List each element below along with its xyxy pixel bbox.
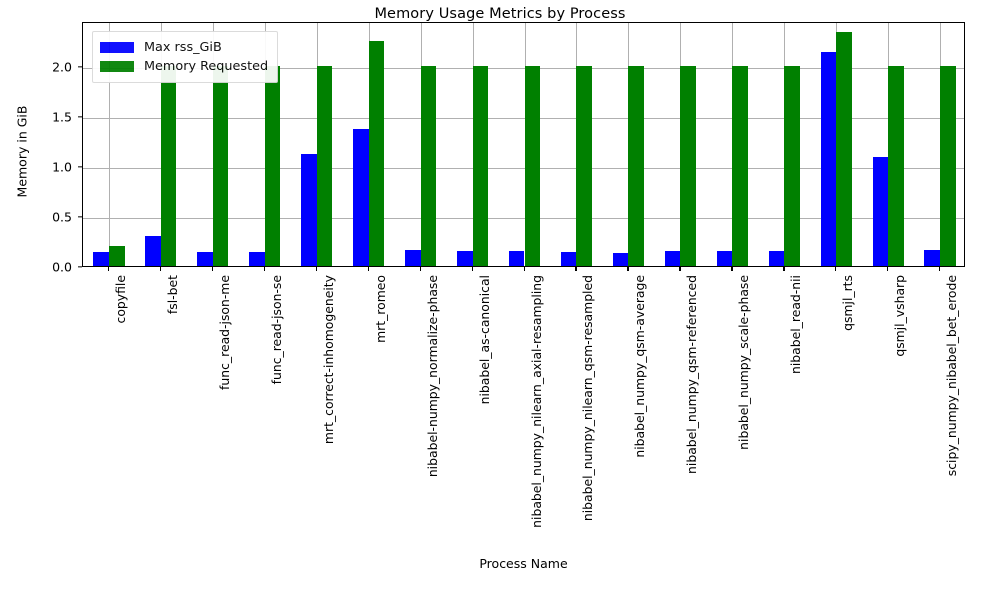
x-tick-label: nibabel_numpy_nilearn_axial-resampling [528, 275, 544, 528]
legend-item: Max rss_GiB [100, 38, 268, 57]
x-tick-label: nibabel_numpy_qsm-referenced [684, 275, 700, 474]
bar [628, 66, 644, 266]
x-tick-label: scipy_numpy_nibabel_bet_erode [944, 275, 960, 477]
chart-legend: Max rss_GiB Memory Requested [92, 31, 279, 83]
bar [456, 251, 473, 266]
legend-swatch-icon [100, 42, 134, 53]
x-tick-label: qsmjl_vsharp [892, 275, 908, 357]
gridline-horizontal [83, 118, 964, 119]
bar [732, 66, 748, 266]
bars-layer [83, 23, 964, 266]
x-tick-label: nibabel_numpy_qsm-average [632, 275, 648, 458]
x-axis: copyfile fsl-bet func_read-json-me func_rea… [82, 267, 965, 567]
x-tick-label: qsmjl_rts [840, 275, 856, 331]
x-tick-mark [887, 267, 889, 271]
bar [576, 66, 593, 266]
x-tick-mark [939, 267, 941, 271]
bar [93, 252, 109, 266]
y-tick-mark [78, 216, 82, 218]
x-tick-mark [315, 267, 318, 271]
bar [784, 66, 800, 266]
y-tick-label: 1.5 [52, 109, 72, 125]
y-tick-mark [78, 266, 82, 268]
x-tick-label: nibabel_numpy_nilearn_qsm-resampled [580, 275, 596, 522]
x-tick-mark [627, 267, 629, 271]
x-tick-mark [419, 267, 421, 271]
x-axis-title: Process Name [479, 556, 568, 571]
legend-swatch-icon [100, 61, 134, 72]
x-tick-mark [783, 267, 785, 271]
bar [368, 41, 385, 266]
bar [560, 252, 577, 266]
bar [405, 250, 421, 266]
legend-label: Memory Requested [144, 59, 269, 74]
bar [197, 252, 213, 266]
legend-label: Max rss_GiB [144, 40, 222, 55]
x-tick-mark [159, 267, 162, 271]
chart-title: Memory Usage Metrics by Process [374, 6, 626, 22]
x-tick-mark [523, 267, 525, 271]
bar [612, 253, 629, 266]
y-axis: 0.0 0.5 1.0 1.5 2.0 [0, 22, 82, 275]
bar [353, 129, 369, 266]
bar [940, 66, 956, 266]
bar [872, 157, 889, 266]
bar [212, 66, 229, 266]
x-tick-mark [263, 267, 266, 271]
bar [420, 66, 437, 266]
y-tick-mark [78, 66, 82, 68]
x-tick-label: fsl-bet [164, 275, 180, 315]
x-tick-mark [835, 267, 837, 271]
y-tick-label: 0.5 [52, 209, 72, 225]
bar [264, 66, 281, 266]
bar [316, 66, 333, 266]
x-tick-mark [211, 267, 214, 271]
bar [508, 251, 525, 266]
x-tick-label: mrt_romeo [372, 275, 388, 343]
gridline-horizontal [83, 168, 964, 169]
x-tick-label: nibabel_numpy_scale-phase [736, 275, 752, 450]
bar [108, 246, 125, 266]
bar [768, 251, 785, 266]
bar [716, 251, 733, 266]
bar [145, 236, 161, 266]
bar [524, 66, 541, 266]
bar [472, 66, 489, 266]
bar [249, 252, 265, 266]
x-tick-mark [367, 267, 369, 271]
bar [680, 66, 696, 266]
gridline-vertical [108, 23, 110, 266]
x-tick-mark [575, 267, 577, 271]
bar [924, 250, 941, 266]
legend-item: Memory Requested [100, 57, 268, 76]
y-tick-label: 2.0 [52, 59, 72, 75]
x-tick-label: nibabel-numpy_normalize-phase [424, 275, 440, 478]
x-tick-label: nibabel_read-nii [788, 275, 804, 374]
bar [836, 32, 852, 266]
y-tick-label: 0.0 [52, 259, 72, 275]
x-tick-label: func_read-json-se [268, 275, 284, 385]
y-tick-label: 1.0 [52, 159, 72, 175]
x-tick-mark [471, 267, 473, 271]
x-tick-label: func_read-json-me [216, 275, 232, 390]
x-tick-mark [107, 267, 110, 271]
bar [820, 52, 837, 266]
x-tick-mark [679, 267, 681, 271]
bar [301, 154, 317, 266]
gridline-horizontal [83, 218, 964, 219]
bar [664, 251, 681, 266]
y-axis-title: Memory in GiB [14, 105, 30, 198]
y-tick-mark [78, 166, 82, 168]
bar [160, 66, 177, 266]
x-tick-mark [731, 267, 733, 271]
x-tick-label: mrt_correct-inhomogeneity [320, 275, 336, 445]
x-tick-label: copyfile [112, 275, 128, 324]
gridline-horizontal [83, 68, 964, 69]
y-tick-mark [78, 116, 82, 118]
x-tick-label: nibabel_as-canonical [476, 275, 492, 405]
bar [888, 66, 904, 266]
plot-area [82, 22, 965, 267]
